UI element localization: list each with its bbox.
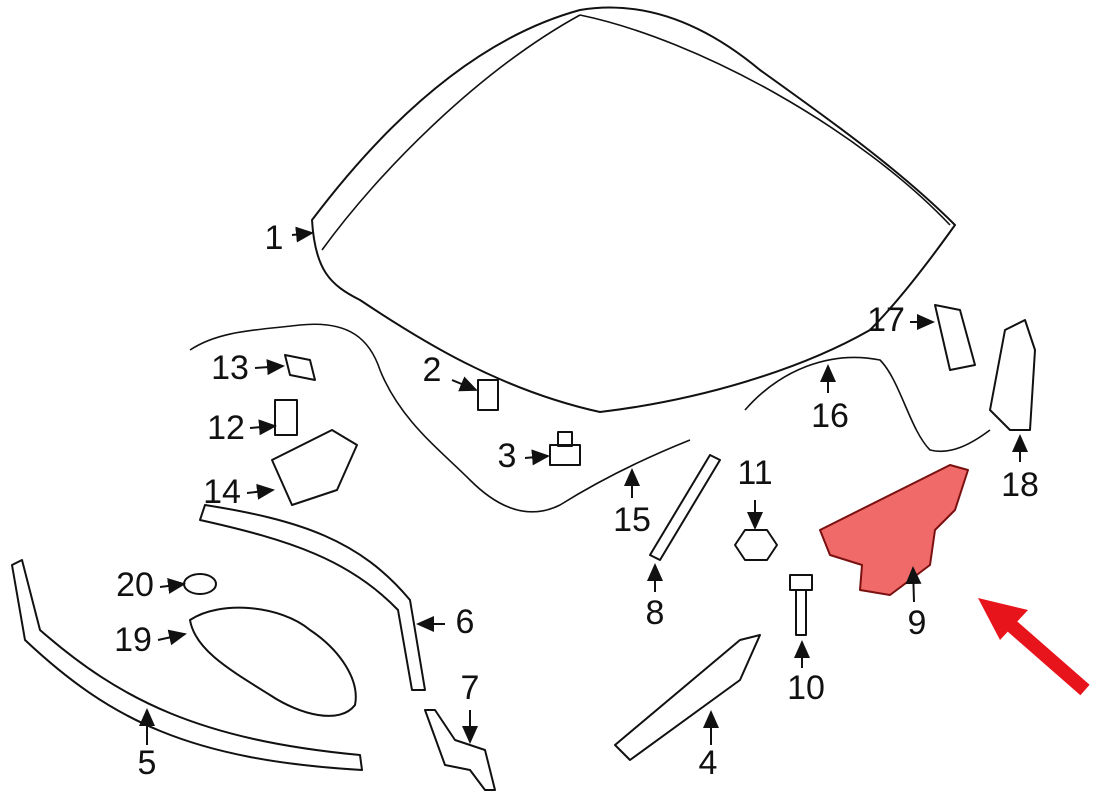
part-2-bumper bbox=[477, 379, 499, 411]
part-4-seal bbox=[614, 634, 761, 761]
callout-15: 15 bbox=[613, 501, 651, 539]
callout-13: 13 bbox=[211, 349, 249, 387]
highlight-pointer-arrow-icon bbox=[978, 598, 1090, 696]
callout-3: 3 bbox=[498, 437, 517, 475]
callout-14: 14 bbox=[203, 473, 241, 511]
part-3-striker bbox=[549, 431, 581, 466]
callout-1: 1 bbox=[265, 219, 284, 257]
callout-9: 9 bbox=[908, 604, 927, 642]
callout-4: 4 bbox=[699, 744, 718, 782]
part-7-bracket bbox=[424, 709, 496, 791]
part-14-latch bbox=[271, 429, 358, 506]
callout-19: 19 bbox=[114, 621, 152, 659]
part-12-bracket bbox=[274, 399, 298, 436]
callout-10: 10 bbox=[787, 669, 825, 707]
part-5-seal bbox=[11, 559, 363, 771]
part-17-bracket bbox=[934, 304, 976, 371]
callout-20: 20 bbox=[116, 566, 154, 604]
callout-18: 18 bbox=[1001, 466, 1039, 504]
callout-11: 11 bbox=[737, 454, 772, 492]
leader-lines bbox=[139, 226, 1028, 745]
callout-8: 8 bbox=[646, 594, 665, 632]
part-8-gas-strut bbox=[649, 454, 721, 561]
part-18-hinge bbox=[989, 319, 1036, 431]
callout-17: 17 bbox=[867, 301, 905, 339]
cable-16 bbox=[744, 356, 991, 453]
hood-panel bbox=[311, 6, 956, 413]
callout-2: 2 bbox=[423, 351, 442, 389]
part-6-seal bbox=[199, 504, 426, 691]
part-20-plug bbox=[183, 573, 217, 595]
callout-7: 7 bbox=[461, 669, 480, 707]
callout-16: 16 bbox=[811, 397, 849, 435]
callout-6: 6 bbox=[456, 603, 475, 641]
part-10-bolt bbox=[789, 574, 813, 636]
part-9-hood-bracket-highlighted bbox=[819, 464, 969, 596]
part-19-insulator bbox=[189, 606, 357, 717]
callout-5: 5 bbox=[138, 744, 157, 782]
part-13-clip bbox=[284, 354, 316, 381]
part-11-nut bbox=[734, 529, 778, 561]
hood-crease bbox=[321, 14, 951, 251]
callout-12: 12 bbox=[207, 409, 245, 447]
release-cable bbox=[189, 323, 691, 513]
